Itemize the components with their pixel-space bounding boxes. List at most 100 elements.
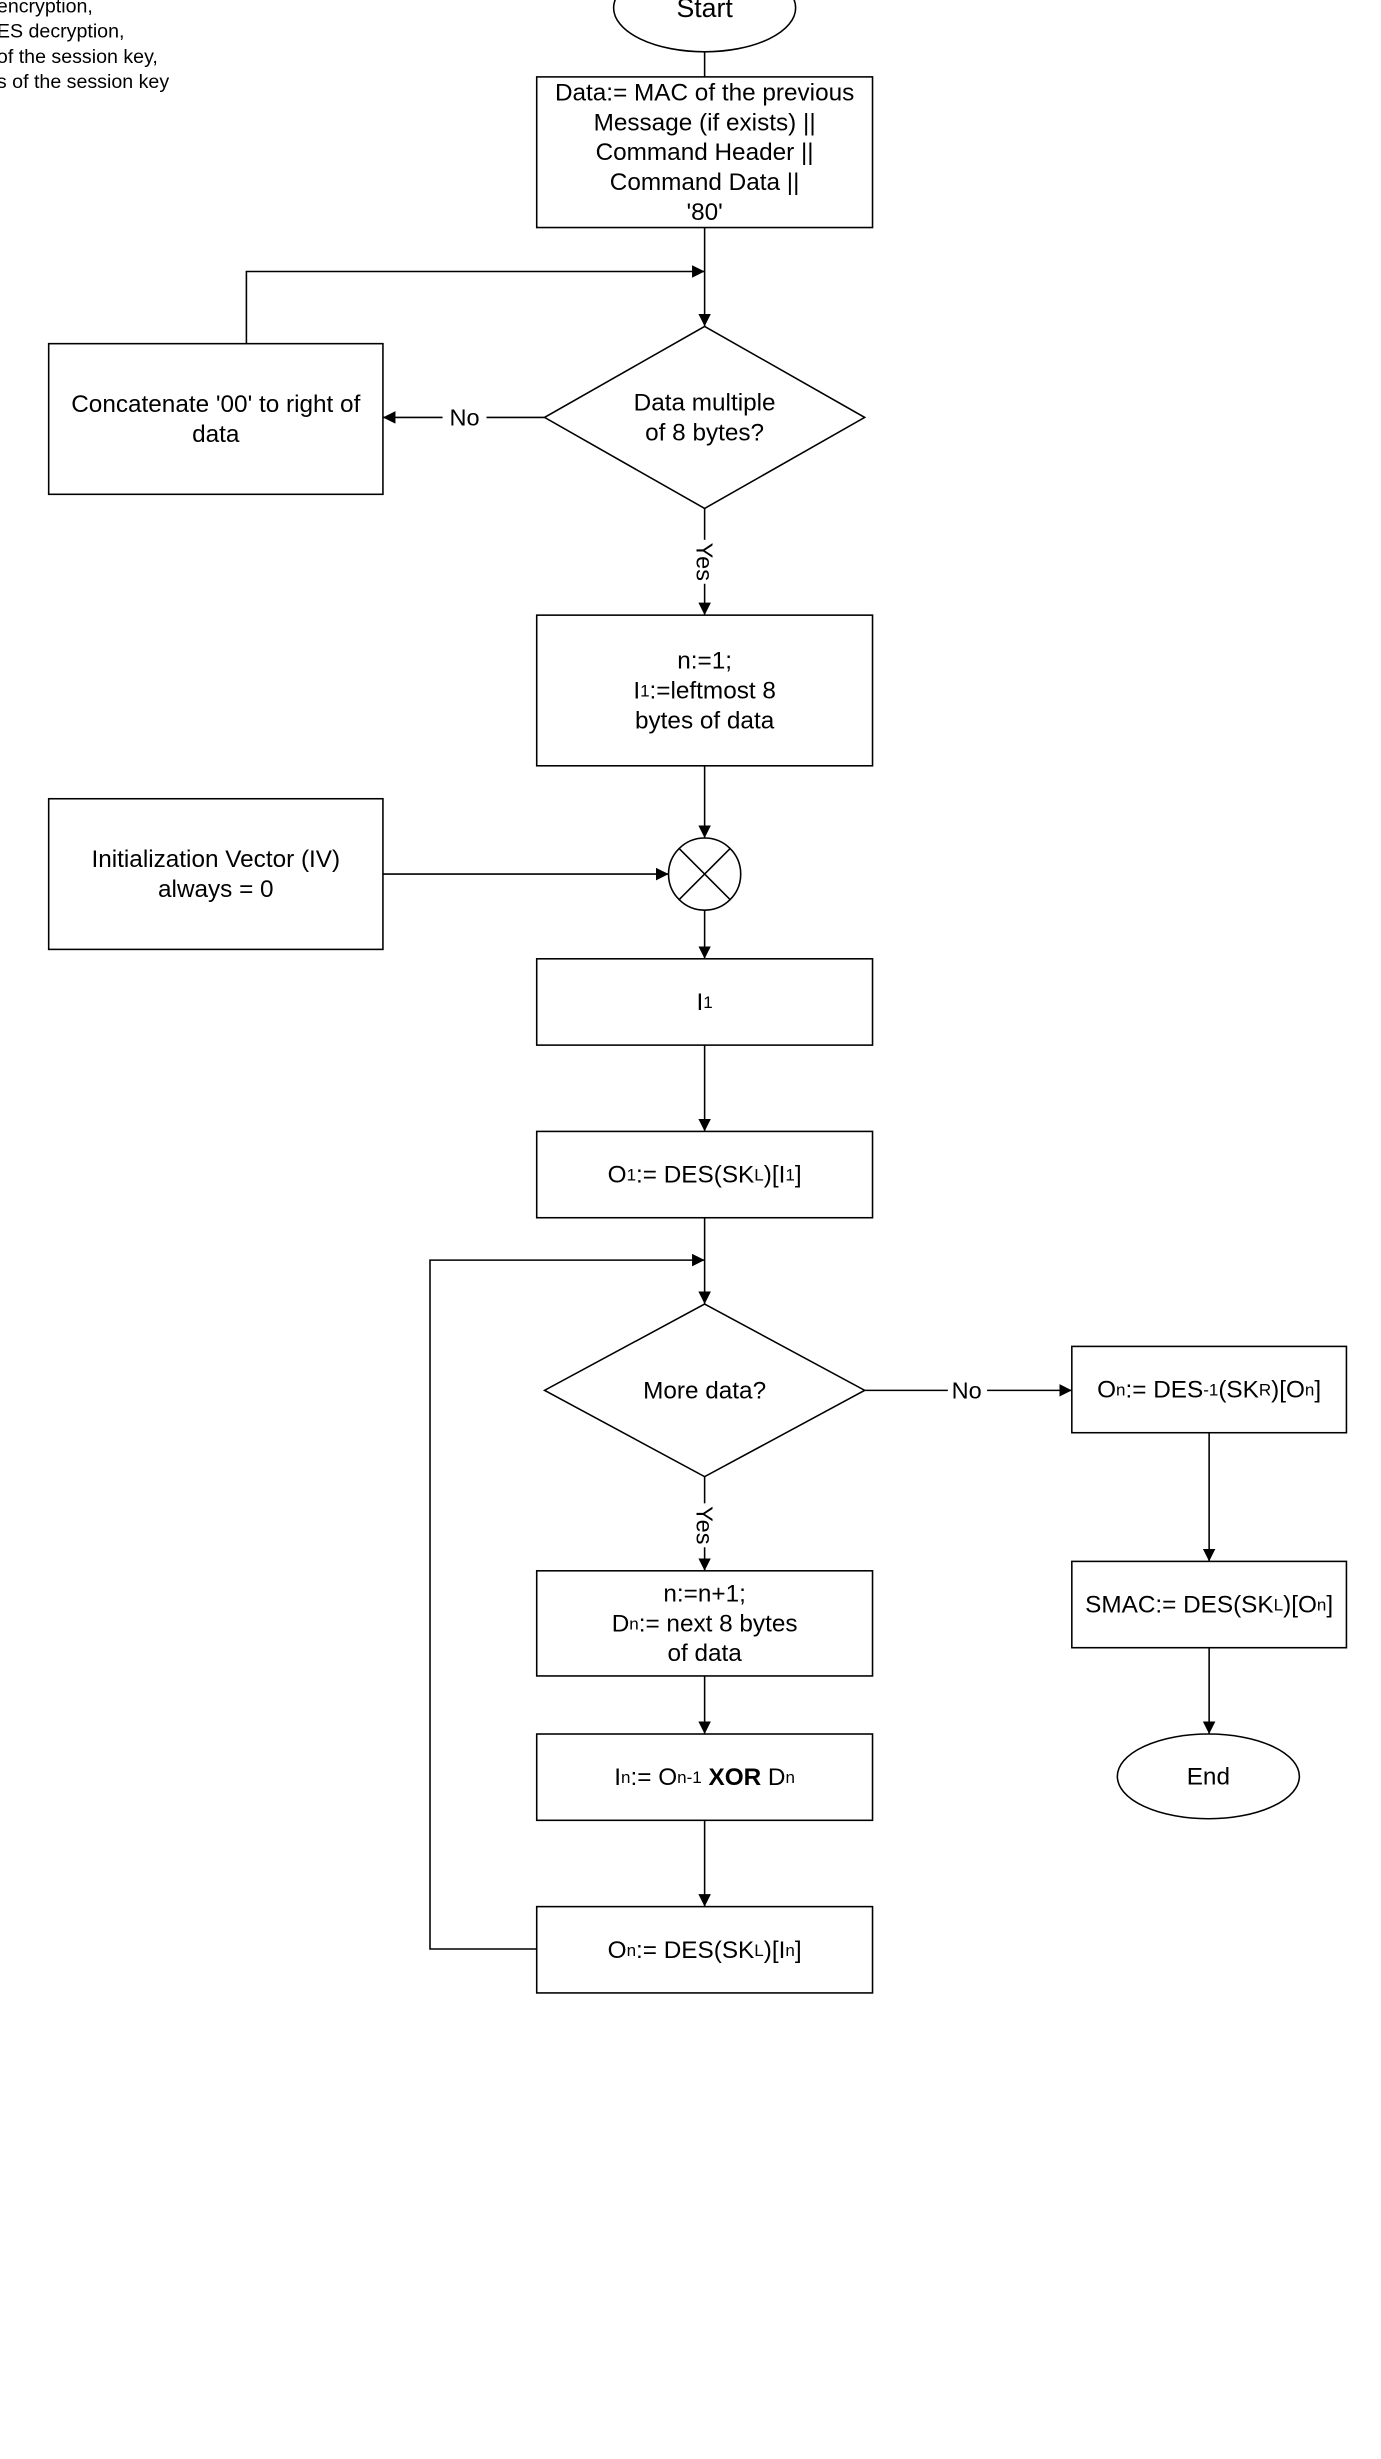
node-text-line: of data	[667, 1640, 742, 1667]
text-part: '80'	[686, 198, 722, 225]
text-part: 1	[627, 1165, 636, 1184]
text-part: :=leftmost 8	[650, 677, 776, 704]
edge-label-no-1: No	[449, 404, 479, 430]
text-part: n-1	[677, 1768, 702, 1787]
node-text-line: n:=n+1;	[663, 1580, 745, 1607]
text-part: 1	[785, 1165, 794, 1184]
text-part: ]	[795, 1161, 802, 1188]
text-part: of data	[667, 1640, 742, 1667]
text-part: (SK	[1218, 1376, 1259, 1403]
node-n-init: n:=1; I1:=leftmost 8 bytes of data	[535, 614, 874, 767]
text-part: O	[1097, 1376, 1116, 1403]
node-smac: SMAC:= DES(SKL)[On]	[1071, 1560, 1348, 1649]
node-i1: I1	[535, 958, 874, 1046]
text-part: L	[754, 1940, 763, 1959]
node-text-line: of 8 bytes?	[645, 419, 764, 446]
node-text-line: SMAC:= DES(SKL)[On]	[1085, 1591, 1333, 1618]
text-part: I	[697, 988, 704, 1015]
text-part: R	[1259, 1380, 1271, 1399]
node-text-line: Concatenate '00' to right of	[71, 391, 360, 418]
text-part: Data:= MAC of the previous	[555, 79, 854, 106]
text-part: Start	[676, 0, 733, 23]
node-text-line: I1	[697, 988, 713, 1015]
legend-line: of the session key,	[0, 46, 158, 68]
text-part: L	[1274, 1595, 1283, 1614]
text-part: I	[633, 677, 640, 704]
text-part: ]	[795, 1936, 802, 1963]
circled-x-icon	[667, 837, 742, 911]
node-text-line: '80'	[686, 198, 722, 225]
legend-line: s of the session key	[0, 71, 169, 93]
text-part	[702, 1764, 709, 1791]
node-iv: Initialization Vector (IV)always = 0	[47, 797, 384, 951]
text-part: )[O	[1283, 1591, 1317, 1618]
text-part: Concatenate '00' to right of	[71, 391, 360, 418]
node-text-line: In:= On-1 XOR Dn	[614, 1764, 795, 1791]
text-part: n	[621, 1768, 630, 1787]
text-part: := DES(SK	[636, 1936, 754, 1963]
text-part: n	[1317, 1595, 1326, 1614]
text-part: n	[627, 1940, 636, 1959]
node-text-line: Message (if exists) ||	[594, 109, 816, 136]
text-part: bytes of data	[635, 707, 775, 734]
node-n-inc: n:=n+1; Dn:= next 8 bytes of data	[535, 1570, 874, 1677]
text-part: := DES(SK	[636, 1161, 754, 1188]
text-part: always = 0	[158, 875, 274, 902]
text-part: n:=1;	[677, 647, 732, 674]
text-part: D	[612, 1610, 630, 1637]
node-text-line: More data?	[643, 1377, 766, 1404]
arrow-loop-back	[429, 1253, 705, 1950]
text-part: := next 8 bytes	[639, 1610, 798, 1637]
text-part: O	[608, 1936, 627, 1963]
node-text-line: I1:=leftmost 8	[633, 677, 776, 704]
node-text-line: data	[192, 420, 240, 447]
text-part: 1	[640, 681, 649, 700]
text-part: )[O	[1271, 1376, 1305, 1403]
arrow-loop-concatenate	[245, 265, 705, 344]
text-part: More data?	[643, 1377, 766, 1404]
text-part: 1	[703, 992, 712, 1011]
text-part: n	[785, 1940, 794, 1959]
text-part: O	[608, 1161, 627, 1188]
edge-label-yes-2: Yes	[692, 1506, 718, 1544]
node-text-line: Command Header ||	[596, 139, 814, 166]
text-part: I	[614, 1764, 621, 1791]
node-on-des: On:= DES(SKL)[In]	[535, 1905, 874, 1994]
node-o1: O1:= DES(SKL)[I1]	[535, 1130, 874, 1219]
text-part: L	[754, 1165, 763, 1184]
text-part: XOR	[708, 1764, 761, 1791]
text-part: Data multiple	[634, 389, 776, 416]
edge-label-yes-1: Yes	[692, 543, 718, 581]
text-part: )[I	[764, 1161, 786, 1188]
node-text-line: n:=1;	[677, 647, 732, 674]
node-text-line: On:= DES-1(SKR)[On]	[1097, 1376, 1321, 1403]
node-text-line: O1:= DES(SKL)[I1]	[608, 1161, 802, 1188]
node-text-line: bytes of data	[635, 707, 775, 734]
text-part: End	[1187, 1763, 1230, 1790]
text-part: n	[785, 1768, 794, 1787]
text-part: data	[192, 420, 240, 447]
text-part: n	[1116, 1380, 1125, 1399]
text-part: n:=n+1;	[663, 1580, 745, 1607]
legend-line: ES decryption,	[0, 21, 124, 43]
node-text-line: always = 0	[158, 875, 274, 902]
text-part: Command Data ||	[610, 169, 800, 196]
node-text-line: Command Data ||	[610, 169, 800, 196]
node-text-line: Data:= MAC of the previous	[555, 79, 854, 106]
node-on-final: On:= DES-1(SKR)[On]	[1071, 1345, 1348, 1434]
node-text-line: End	[1187, 1763, 1230, 1790]
text-part: n	[629, 1614, 638, 1633]
node-text-line: Dn:= next 8 bytes	[612, 1610, 798, 1637]
text-part: := DES	[1125, 1376, 1203, 1403]
text-part: -1	[1203, 1380, 1218, 1399]
text-part: Command Header ||	[596, 139, 814, 166]
legend-line: encryption,	[0, 0, 93, 18]
node-text-line: Initialization Vector (IV)	[91, 846, 340, 873]
node-end: End	[1116, 1733, 1301, 1820]
text-part: )[I	[764, 1936, 786, 1963]
node-decision-more: More data?	[542, 1303, 867, 1478]
node-text-line: On:= DES(SKL)[In]	[608, 1936, 802, 1963]
